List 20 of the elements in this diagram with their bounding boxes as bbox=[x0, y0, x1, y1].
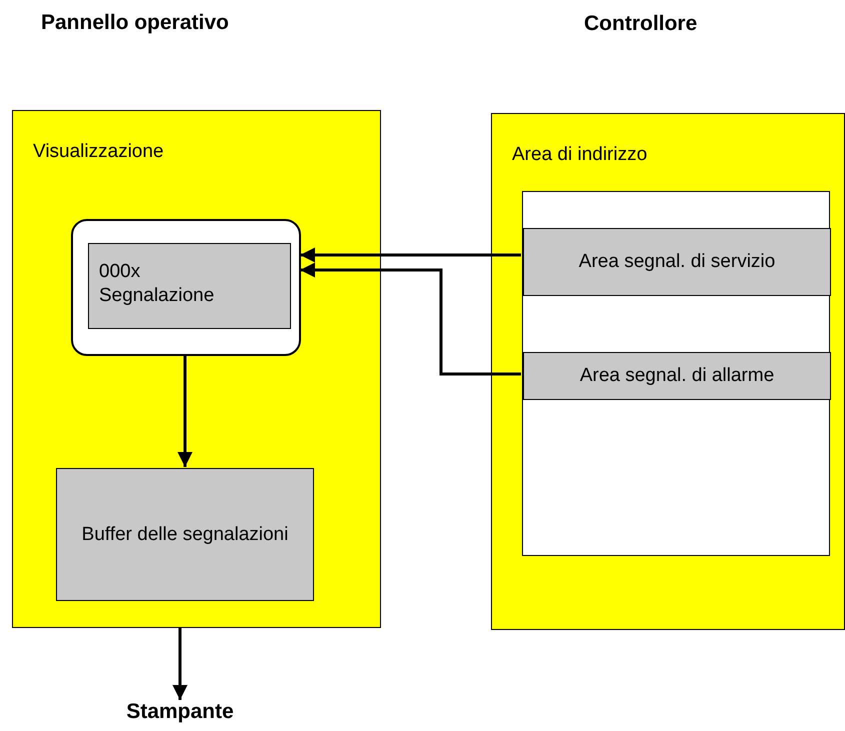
message-display bbox=[88, 243, 291, 329]
area-text: Segnalazione bbox=[99, 284, 214, 308]
panel-title: Visualizzazione bbox=[33, 141, 164, 163]
memory-area bbox=[523, 352, 831, 400]
panel-heading: Pannello operativo bbox=[41, 11, 229, 35]
panel-heading: Controllore bbox=[584, 12, 698, 36]
display-frame bbox=[71, 219, 301, 356]
area-text: Area segnal. di allarme bbox=[580, 364, 774, 388]
area-text: Area segnal. di servizio bbox=[578, 250, 776, 274]
area-text: Buffer delle segnalazioni bbox=[82, 522, 288, 546]
memory-area bbox=[523, 228, 831, 296]
memory-area bbox=[56, 468, 314, 601]
arrow bbox=[300, 262, 521, 376]
panel-title: Area di indirizzo bbox=[512, 144, 648, 166]
arrow bbox=[178, 355, 192, 467]
output-label: Stampante bbox=[100, 700, 260, 728]
arrow bbox=[172, 628, 188, 700]
arrow bbox=[300, 248, 521, 262]
area-text: 000x bbox=[99, 260, 140, 284]
address-area bbox=[522, 191, 830, 556]
